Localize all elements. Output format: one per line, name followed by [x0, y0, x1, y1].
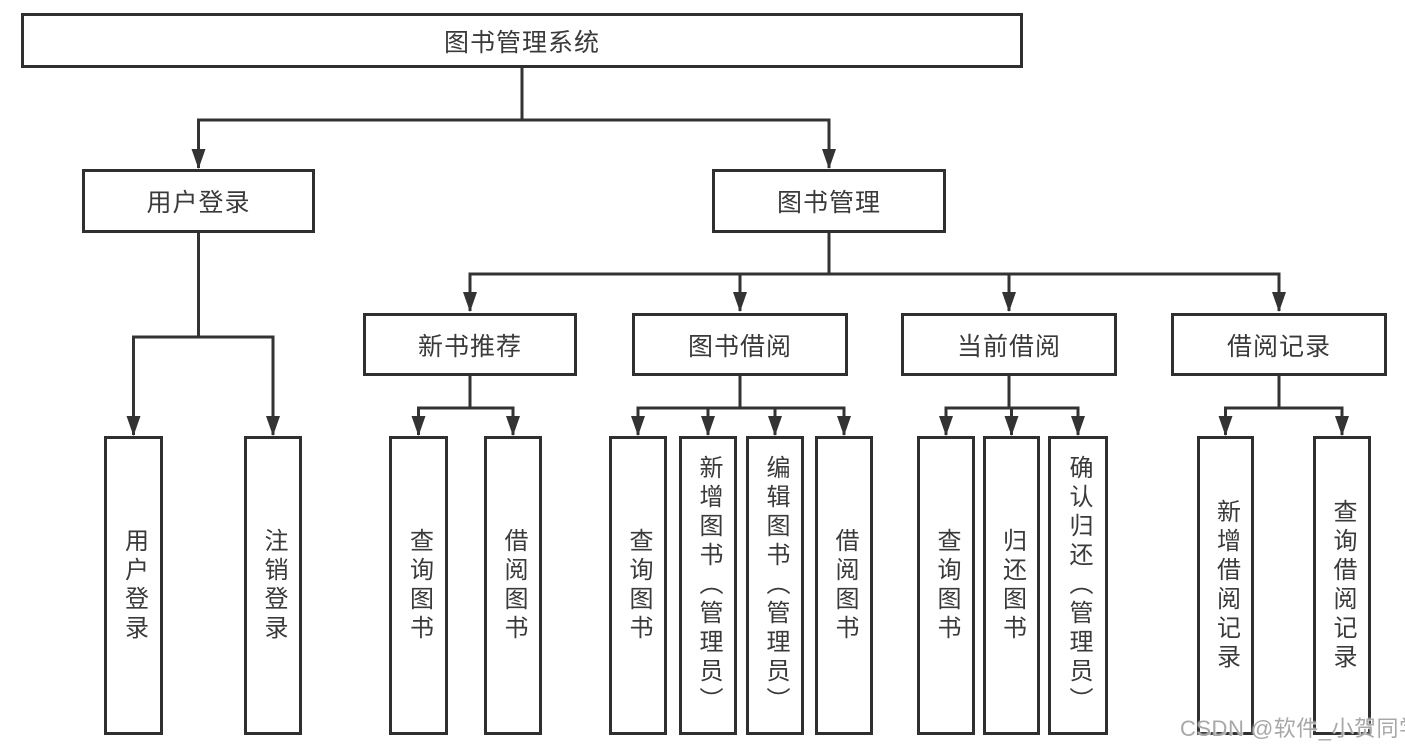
node-label: 图书管理	[776, 189, 881, 217]
node-user-login-leaf: 用户登录	[104, 436, 163, 735]
node-label: 图书借阅	[687, 332, 792, 361]
node-label: 图书管理系统	[443, 28, 600, 57]
node-add-book-admin: 新增图书（管理员）	[679, 436, 737, 735]
node-query-books-current: 查询图书	[917, 436, 975, 735]
node-borrow-records: 借阅记录	[1171, 313, 1387, 376]
node-label: 新增图书（管理员）	[695, 455, 722, 716]
node-label: 借阅图书	[500, 527, 527, 644]
node-current-borrow: 当前借阅	[901, 313, 1117, 376]
node-return-book: 归还图书	[983, 436, 1040, 735]
node-label: 用户登录	[120, 527, 148, 644]
node-label: 查询借阅记录	[1329, 498, 1356, 673]
node-label: 当前借阅	[956, 332, 1061, 361]
node-label: 查询图书	[933, 527, 960, 644]
node-label: 用户登录	[146, 189, 251, 217]
node-label: 注销登录	[260, 527, 287, 644]
node-query-books-borrow: 查询图书	[609, 436, 667, 735]
node-label: 查询图书	[625, 527, 652, 644]
node-query-books-recommend: 查询图书	[389, 436, 448, 735]
node-label: 新增借阅记录	[1212, 498, 1240, 673]
node-edit-book-admin: 编辑图书（管理员）	[746, 436, 804, 735]
node-book-management: 图书管理	[712, 169, 946, 233]
node-book-borrow: 图书借阅	[632, 313, 848, 376]
node-borrow-books-borrow: 借阅图书	[815, 436, 873, 735]
node-label: 归还图书	[998, 527, 1026, 644]
node-label: 编辑图书（管理员）	[762, 455, 789, 716]
node-confirm-return-admin: 确认归还（管理员）	[1048, 436, 1108, 735]
node-library-management-system: 图书管理系统	[21, 13, 1023, 68]
node-add-borrow-record: 新增借阅记录	[1197, 436, 1254, 735]
node-label: 借阅图书	[831, 527, 858, 644]
node-label: 确认归还（管理员）	[1065, 455, 1092, 716]
node-label: 新书推荐	[417, 332, 522, 361]
csdn-watermark: CSDN @软件_小贺同学	[1180, 716, 1405, 741]
node-query-borrow-record: 查询借阅记录	[1313, 436, 1371, 735]
node-label: 查询图书	[405, 527, 433, 644]
node-borrow-books-recommend: 借阅图书	[484, 436, 542, 735]
node-user-login: 用户登录	[82, 169, 315, 233]
node-label: 借阅记录	[1226, 332, 1331, 361]
node-logout: 注销登录	[244, 436, 302, 735]
node-new-book-recommend: 新书推荐	[363, 313, 577, 376]
